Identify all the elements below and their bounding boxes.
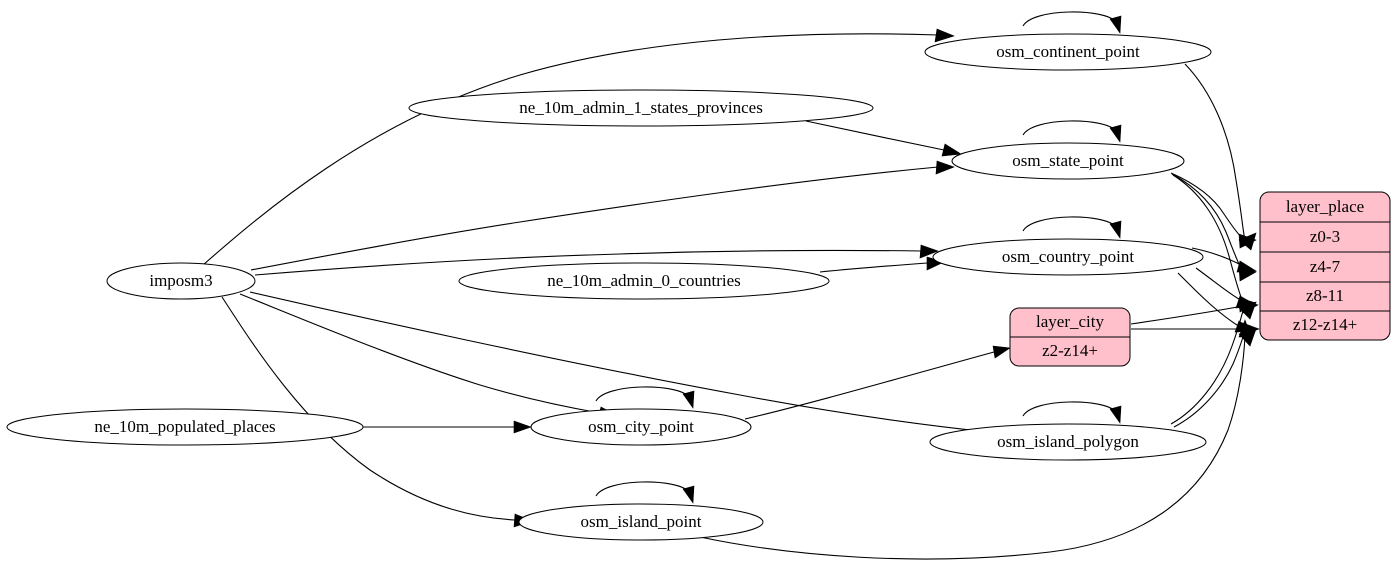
node-label-imposm3: imposm3: [149, 271, 212, 290]
edge-imposm3-to-osm_island_point: [221, 296, 516, 521]
node-label-ne-states: ne_10m_admin_1_states_provinces: [519, 98, 763, 117]
edge-ne_states-to-osm_state_point: [805, 120, 945, 151]
edge-osm_island_polygon-to-layer_place-z8-11: [1170, 306, 1245, 425]
arrowhead-icon: [1238, 301, 1257, 320]
node-osm_island_point[interactable]: osm_island_point: [518, 503, 764, 541]
node-label-osm-continent-point: osm_continent_point: [996, 42, 1140, 61]
arrowhead-icon: [1109, 124, 1122, 143]
node-ne_10m_admin_1_states_provinces[interactable]: ne_10m_admin_1_states_provinces: [408, 89, 874, 127]
node-label-osm-country-point: osm_country_point: [1002, 247, 1134, 266]
node-layer: imposm3 ne_10m_admin_1_states_provinces …: [6, 33, 1391, 541]
arrowhead-icon: [682, 485, 695, 504]
layer_place-row-z4-7[interactable]: z4-7: [1310, 257, 1341, 276]
edge-layer_city-to-layer_place-z8-11: [1130, 305, 1244, 325]
arrowhead-icon: [1238, 319, 1252, 338]
arrowhead-icon: [935, 160, 955, 175]
edge-self-osm_city_point: [595, 386, 690, 402]
edge-osm_country_point-to-layer_place-z8-11: [1195, 267, 1243, 302]
edge-osm_country_point-to-layer_place-z12: [1177, 272, 1241, 328]
arrowhead-icon: [934, 28, 955, 43]
edge-osm_state_point-to-layer_place-z8-11: [1172, 174, 1244, 303]
edge-imposm3-to-osm_city_point: [239, 293, 601, 414]
node-ne_10m_admin_0_countries[interactable]: ne_10m_admin_0_countries: [458, 262, 830, 300]
arrowhead-icon: [1238, 233, 1257, 249]
edge-imposm3-to-osm_country_point: [254, 249, 922, 276]
node-osm_country_point[interactable]: osm_country_point: [932, 238, 1204, 276]
edge-imposm3-to-osm_continent_point: [202, 33, 939, 266]
arrowhead-icon: [1109, 405, 1122, 424]
arrowhead-icon: [513, 420, 532, 434]
node-label-ne-countries: ne_10m_admin_0_countries: [547, 271, 741, 290]
node-ne_10m_populated_places[interactable]: ne_10m_populated_places: [6, 408, 364, 446]
edge-imposm3-to-osm_island_polygon: [249, 291, 999, 434]
node-imposm3[interactable]: imposm3: [106, 262, 256, 300]
edge-osm_continent_point-to-layer_place-z0-3: [1184, 63, 1246, 241]
arrowhead-icon: [992, 345, 1011, 359]
edge-osm_island_point-to-layer_place-z12: [699, 335, 1246, 560]
edge-osm_island_polygon-to-layer_place-z12: [1173, 333, 1245, 428]
layer_place-row-z12-z14[interactable]: z12-z14+: [1293, 315, 1357, 334]
arrowhead-icon: [1236, 260, 1257, 273]
arrowhead-icon: [941, 143, 962, 157]
layer_place-row-z8-11[interactable]: z8-11: [1306, 286, 1344, 305]
edge-self-osm_continent_point: [1022, 11, 1117, 27]
edge-osm_city_point-to-layer_city-z2: [744, 351, 995, 420]
node-osm_continent_point[interactable]: osm_continent_point: [924, 33, 1212, 71]
arrowhead-icon: [682, 390, 695, 409]
edge-self-osm_state_point: [1022, 120, 1117, 136]
arrowhead-icon: [919, 244, 939, 259]
arrowhead-icon: [1109, 220, 1122, 239]
node-layer_place[interactable]: layer_place z0-3 z4-7 z8-11 z12-z14+: [1259, 191, 1391, 341]
layer_city-row-title: layer_city: [1036, 312, 1104, 331]
node-layer_city[interactable]: layer_city z2-z14+: [1009, 307, 1131, 367]
edge-imposm3-to-osm_state_point: [250, 166, 939, 271]
edge-osm_state_point-to-layer_place-z0-3a: [1170, 172, 1244, 240]
edge-self-osm_island_point: [595, 481, 690, 497]
node-osm_island_polygon[interactable]: osm_island_polygon: [929, 423, 1207, 461]
edge-self-osm_island_polygon: [1022, 401, 1117, 417]
edge-self-osm_country_point: [1022, 216, 1117, 232]
layer_place-row-z0-3[interactable]: z0-3: [1310, 227, 1340, 246]
node-label-osm-island-polygon: osm_island_polygon: [997, 432, 1139, 451]
arrowhead-icon: [1109, 15, 1122, 34]
node-label-osm-city-point: osm_city_point: [588, 417, 694, 436]
node-osm_state_point[interactable]: osm_state_point: [951, 142, 1185, 180]
layer_place-row-title: layer_place: [1286, 197, 1364, 216]
node-label-osm-state-point: osm_state_point: [1012, 151, 1124, 170]
node-osm_city_point[interactable]: osm_city_point: [530, 408, 752, 446]
edge-ne_countries-to-osm_country_point: [819, 262, 928, 273]
layer_city-row-z2-z14[interactable]: z2-z14+: [1042, 341, 1098, 360]
node-label-osm-island-point: osm_island_point: [581, 512, 702, 531]
node-label-ne-populated: ne_10m_populated_places: [94, 417, 275, 436]
